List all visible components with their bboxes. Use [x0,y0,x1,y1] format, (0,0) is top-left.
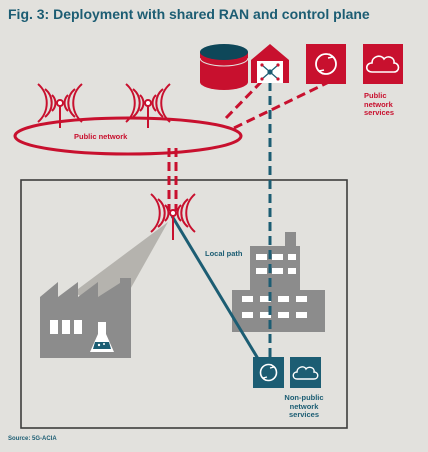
office-building-icon [232,232,325,332]
local-path-label: Local path [205,249,243,258]
cloud-icon [363,44,403,84]
public-services-line: services [364,108,395,117]
campus-boundary [20,179,348,429]
public-network-label: Public network [74,132,128,141]
source-note: Source: 5G-ACIA [8,436,57,442]
local-path-link [170,215,268,373]
public-services-line: network [364,99,393,109]
public-links [167,78,334,211]
nonpublic-services-line: Non-public [284,393,324,402]
figure-title: Fig. 3: Deployment with shared RAN and c… [8,6,370,22]
nonpublic-services-label: Non-public network services [283,393,325,420]
public-services-label: Public network services [364,91,395,118]
public-network-ellipse [13,116,243,156]
nonpublic-services-line: network [289,401,319,411]
public-services-line: Public [364,91,387,100]
nonpublic-services-line: services [288,410,320,419]
antenna-icon [125,83,171,128]
router-icon [253,357,284,388]
flask-icon [90,322,114,352]
antenna-icon [37,83,83,128]
core-network-icon [251,44,289,83]
cloud-icon [290,357,321,388]
router-icon [306,44,346,84]
factory-icon [40,278,131,358]
database-icon [199,44,249,90]
antenna-icon [150,193,196,240]
